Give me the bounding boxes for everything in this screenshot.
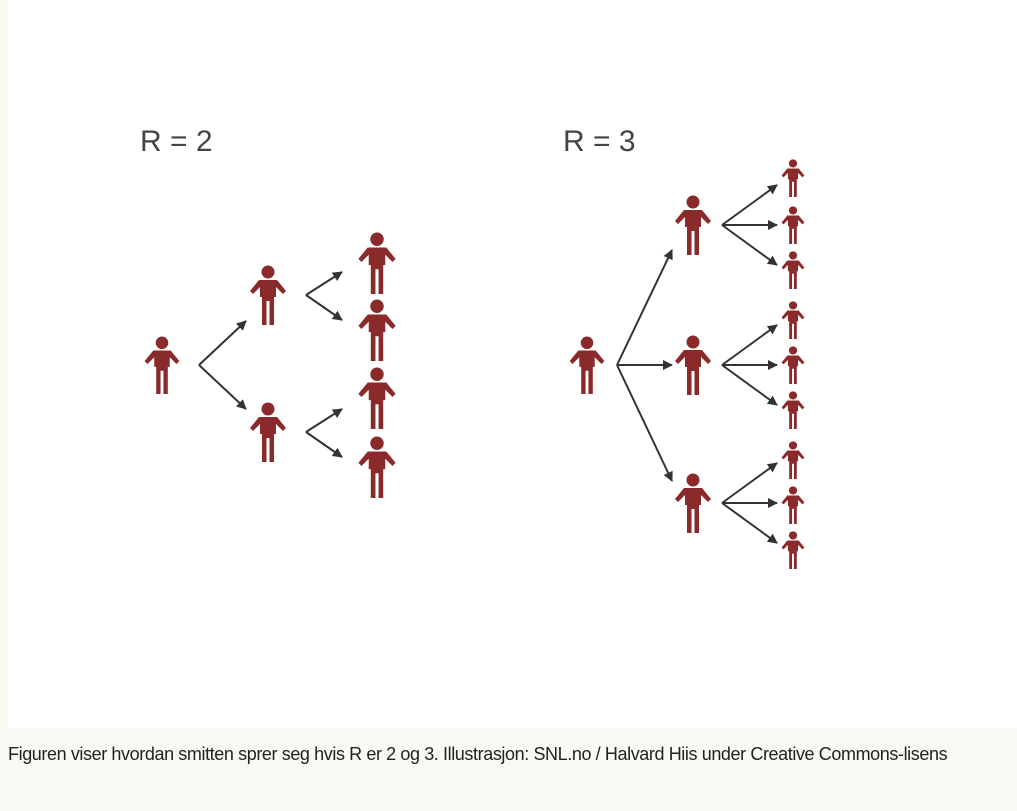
person-icon: [781, 206, 805, 244]
person-icon: [675, 195, 711, 255]
arrow-icon: [721, 502, 778, 544]
person-icon: [250, 265, 286, 325]
arrow-icon: [721, 324, 778, 366]
arrow-icon: [721, 462, 778, 504]
person-icon: [675, 335, 711, 395]
person-icon: [781, 391, 805, 429]
person-icon: [144, 336, 180, 394]
r3-label: R = 3: [563, 125, 636, 158]
person-icon: [781, 531, 805, 569]
person-icon: [358, 367, 396, 429]
person-icon: [781, 301, 805, 339]
person-icon: [358, 436, 396, 498]
person-icon: [675, 473, 711, 533]
person-icon: [781, 251, 805, 289]
person-icon: [358, 299, 396, 361]
person-icon: [569, 336, 605, 394]
r2-label: R = 2: [140, 125, 213, 158]
arrow-icon: [305, 294, 343, 321]
arrow-icon: [721, 364, 778, 406]
arrow-icon: [721, 224, 778, 266]
person-icon: [781, 346, 805, 384]
person-icon: [250, 402, 286, 462]
person-icon: [781, 159, 805, 197]
person-icon: [358, 232, 396, 294]
arrow-icon: [721, 184, 778, 226]
arrow-icon: [616, 249, 673, 366]
person-icon: [781, 441, 805, 479]
arrow-icon: [616, 364, 673, 482]
figure-caption: Figuren viser hvordan smitten sprer seg …: [8, 744, 948, 764]
arrow-icon: [305, 408, 343, 433]
arrow-icon: [305, 271, 343, 296]
infection-spread-figure: R = 2 R = 3: [8, 0, 1017, 728]
person-icon: [781, 486, 805, 524]
arrow-icon: [305, 431, 343, 458]
arrow-icon: [198, 320, 247, 366]
arrow-icon: [198, 364, 247, 410]
